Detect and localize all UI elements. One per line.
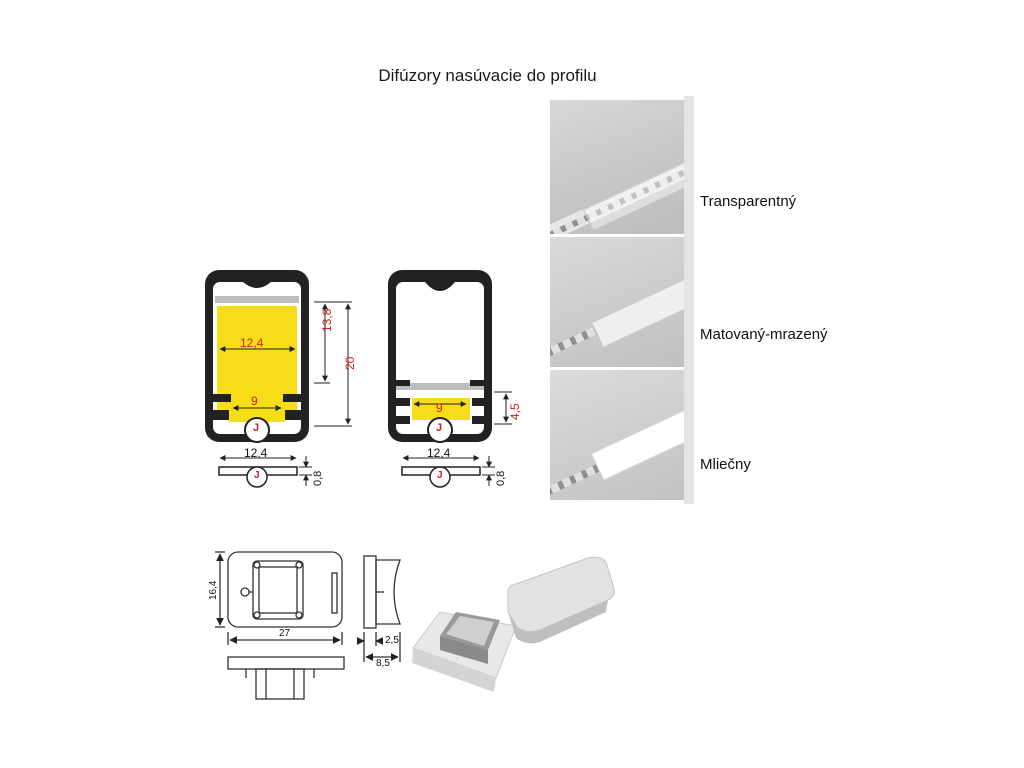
diffuser-left-drawing (218, 455, 312, 488)
dim-left-inner-width: 9 (251, 394, 258, 408)
page-title: Difúzory nasúvacie do profilu (378, 66, 597, 85)
photo-milky-diffuser (550, 370, 684, 500)
profile-right-drawing (388, 270, 512, 443)
label-transparent: Transparentný (700, 193, 797, 210)
dim-left-total-height: 20 (343, 356, 357, 370)
dim-diffuser-right-thickness: 0,8 (495, 470, 507, 486)
dim-left-width: 12,4 (240, 336, 264, 350)
profile-left-logo (244, 417, 270, 443)
diffuser-right-drawing (401, 455, 495, 488)
dim-endcap-height: 16,4 (208, 580, 219, 600)
endcap-bottom-drawing (227, 656, 345, 700)
profile-right-logo (427, 417, 453, 443)
label-matte: Matovaný-mrazený (700, 326, 828, 343)
dim-diffuser-right-width: 12,4 (427, 446, 451, 460)
label-milky: Mliečny (700, 456, 751, 473)
dim-diffuser-left-thickness: 0,8 (312, 470, 324, 486)
endcap-side-drawing (356, 555, 401, 662)
photo-matte-diffuser (550, 237, 684, 367)
photo-transparent-diffuser (550, 100, 684, 234)
endcap-front-drawing (215, 551, 343, 645)
profile-left-logo-letter: J (253, 422, 260, 434)
dim-right-height: 4,5 (508, 403, 522, 420)
profile-right-diffuser-slot (396, 383, 484, 390)
profile-left-diffuser-slot (215, 296, 299, 303)
dim-right-inner-width: 9 (436, 401, 443, 415)
photo-column-edge (684, 96, 694, 504)
diffuser-right-logo-letter: J (437, 470, 443, 481)
dim-endcap-width: 27 (279, 628, 291, 639)
profile-right-logo-letter: J (436, 422, 443, 434)
diffuser-left-logo-letter: J (254, 470, 260, 481)
dim-diffuser-left-width: 12,4 (244, 446, 268, 460)
endcap-render (412, 556, 615, 692)
dim-endcap-depth: 8,5 (376, 658, 390, 669)
profile-left-drawing (205, 270, 352, 443)
dim-endcap-depth-small: 2,5 (385, 635, 399, 646)
dim-left-height: 13,8 (320, 308, 334, 332)
